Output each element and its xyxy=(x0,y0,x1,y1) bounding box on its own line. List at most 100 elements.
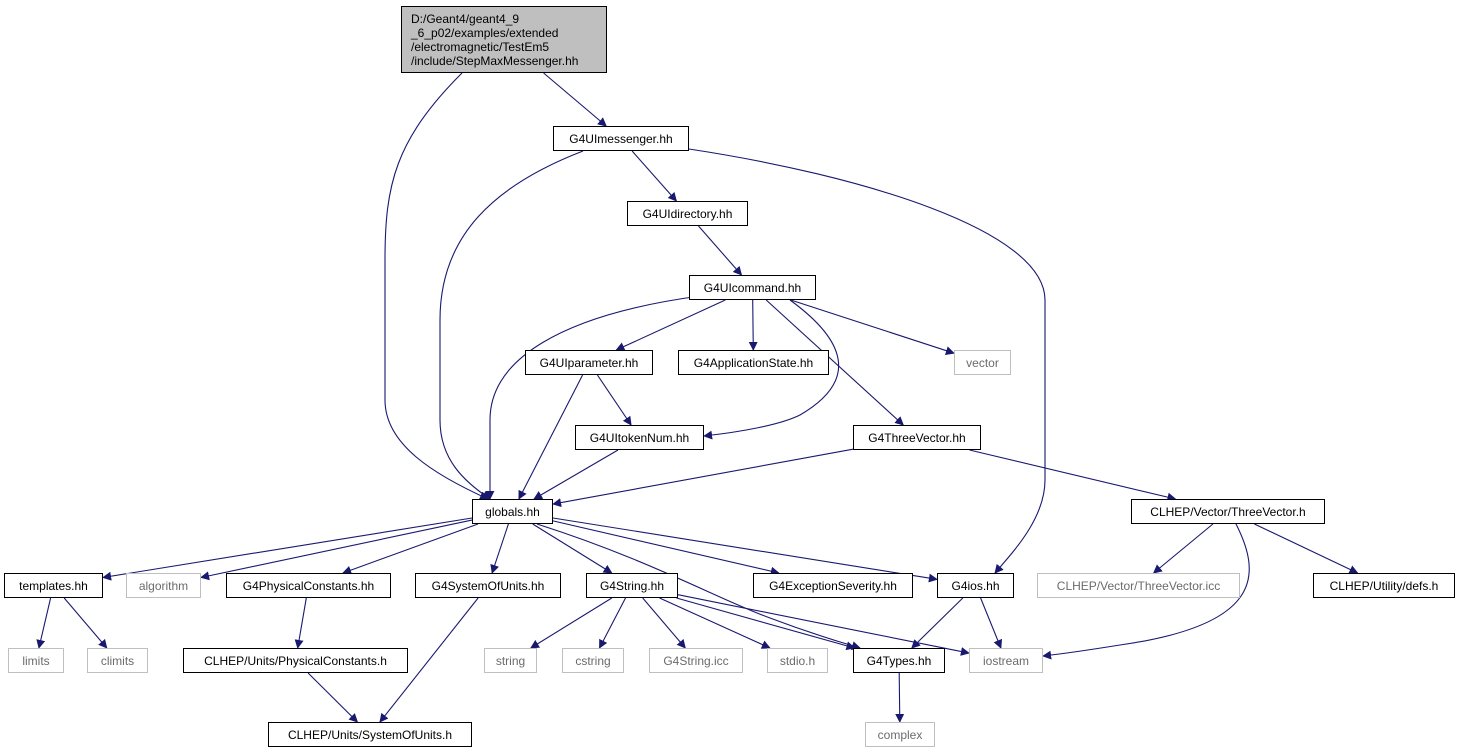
node-label: CLHEP/Units/SystemOfUnits.h xyxy=(287,727,453,742)
edge-g4threevector-hh-to-clhep-vector-threevector-h xyxy=(969,449,1177,502)
edge-g4string-hh-to-g4types-hh xyxy=(676,597,856,651)
node-g4threevector-hh[interactable]: G4ThreeVector.hh xyxy=(853,425,981,450)
edge-globals-hh-to-g4physicalconstants-hh xyxy=(342,523,479,575)
node-label: globals.hh xyxy=(485,504,540,519)
node-stdio-h: stdio.h xyxy=(767,648,828,673)
node-label: iostream xyxy=(982,653,1029,668)
node-g4uicommand-hh[interactable]: G4UIcommand.hh xyxy=(689,275,816,300)
node-g4applicationstate-hh[interactable]: G4ApplicationState.hh xyxy=(678,350,829,375)
node-label: G4UIparameter.hh xyxy=(539,355,639,370)
node-algorithm: algorithm xyxy=(126,573,201,598)
edge-g4uicommand-hh-to-globals-hh xyxy=(485,295,701,500)
node-label: G4UIcommand.hh xyxy=(703,280,802,295)
node-label: limits xyxy=(22,653,50,668)
edge-clhep-vector-threevector-h-to-iostream xyxy=(1042,523,1250,660)
node-g4physicalconstants-hh[interactable]: G4PhysicalConstants.hh xyxy=(226,573,391,598)
edge-g4uicommand-hh-to-g4threevector-hh xyxy=(765,299,904,426)
edge-g4uitokennum-hh-to-globals-hh xyxy=(533,449,619,500)
node-g4exceptionseverity-hh[interactable]: G4ExceptionSeverity.hh xyxy=(753,573,913,598)
node-label: G4String.hh xyxy=(599,578,665,593)
node-label: CLHEP/Units/PhysicalConstants.h xyxy=(204,653,387,668)
node-label: G4UItokenNum.hh xyxy=(589,430,690,445)
node-label: climits xyxy=(100,653,135,668)
edge-root-to-globals-hh xyxy=(384,72,489,500)
node-cstring: cstring xyxy=(562,648,624,673)
node-label: complex xyxy=(877,727,923,742)
node-label: G4String.icc xyxy=(663,653,729,668)
edge-globals-hh-to-g4systemofunits-hh xyxy=(490,523,509,574)
edge-g4uicommand-hh-to-g4uitokennum-hh xyxy=(703,299,840,440)
node-label: stdio.h xyxy=(779,653,816,668)
edge-globals-hh-to-g4types-hh xyxy=(536,523,861,650)
edge-g4uimessenger-hh-to-g4ios-hh xyxy=(688,148,1046,574)
node-label: G4ios.hh xyxy=(951,578,1000,593)
node-g4uiparameter-hh[interactable]: G4UIparameter.hh xyxy=(525,350,653,375)
edge-templates-hh-to-climits xyxy=(63,597,108,649)
edge-g4string-hh-to-cstring xyxy=(599,597,626,649)
edge-g4uicommand-hh-to-g4applicationstate-hh xyxy=(748,299,758,351)
node-label: algorithm xyxy=(138,578,189,593)
node-label: CLHEP/Vector/ThreeVector.h xyxy=(1150,504,1306,519)
edge-g4uidirectory-hh-to-g4uicommand-hh xyxy=(698,225,743,276)
node-globals-hh[interactable]: globals.hh xyxy=(472,499,553,524)
edge-globals-hh-to-g4exceptionseverity-hh xyxy=(552,520,780,576)
node-clhep-units-systemofunits-h[interactable]: CLHEP/Units/SystemOfUnits.h xyxy=(268,722,472,747)
edge-globals-hh-to-g4string-hh xyxy=(532,523,613,574)
node-templates-hh[interactable]: templates.hh xyxy=(4,573,103,598)
node-g4ios-hh[interactable]: G4ios.hh xyxy=(937,573,1014,598)
node-g4types-hh[interactable]: G4Types.hh xyxy=(853,648,945,673)
edge-g4ios-hh-to-iostream xyxy=(980,597,1003,649)
node-iostream: iostream xyxy=(969,648,1043,673)
edge-g4uiparameter-hh-to-g4uitokennum-hh xyxy=(596,374,632,426)
node-g4uitokennum-hh[interactable]: G4UItokenNum.hh xyxy=(575,425,704,450)
node-g4uidirectory-hh[interactable]: G4UIdirectory.hh xyxy=(627,201,748,226)
node-clhep-utility-defs-h[interactable]: CLHEP/Utility/defs.h xyxy=(1313,573,1455,598)
edge-clhep-vector-threevector-h-to-clhep-utility-defs-h xyxy=(1254,523,1359,574)
node-string: string xyxy=(484,648,537,673)
node-g4systemofunits-hh[interactable]: G4SystemOfUnits.hh xyxy=(415,573,561,598)
edge-g4uimessenger-hh-to-globals-hh xyxy=(439,150,584,500)
node-vector: vector xyxy=(954,350,1011,375)
node-clhep-units-physicalconstants-h[interactable]: CLHEP/Units/PhysicalConstants.h xyxy=(183,648,408,673)
node-climits: climits xyxy=(87,648,148,673)
node-label: G4UIdirectory.hh xyxy=(642,206,733,221)
edge-g4string-hh-to-string xyxy=(530,597,613,649)
node-clhep-vector-threevector-icc: CLHEP/Vector/ThreeVector.icc xyxy=(1037,573,1240,598)
node-complex: complex xyxy=(865,722,935,747)
edge-g4systemofunits-hh-to-clhep-units-systemofunits-h xyxy=(379,597,479,723)
root-file-node[interactable]: D:/Geant4/geant4_9 _6_p02/examples/exten… xyxy=(401,6,607,73)
edge-clhep-units-physicalconstants-h-to-clhep-units-systemofunits-h xyxy=(307,672,359,723)
node-label: templates.hh xyxy=(19,578,88,593)
node-label: D:/Geant4/geant4_9 _6_p02/examples/exten… xyxy=(411,11,579,68)
node-label: G4ApplicationState.hh xyxy=(693,355,814,370)
edge-templates-hh-to-limits xyxy=(36,597,52,649)
edge-g4ios-hh-to-g4types-hh xyxy=(911,597,964,649)
edge-globals-hh-to-g4ios-hh xyxy=(552,517,938,583)
edge-g4threevector-hh-to-globals-hh xyxy=(552,448,854,508)
node-label: G4UImessenger.hh xyxy=(569,131,673,146)
node-label: G4ThreeVector.hh xyxy=(868,430,966,445)
node-label: G4PhysicalConstants.hh xyxy=(242,578,375,593)
edge-clhep-vector-threevector-h-to-clhep-vector-threevector-icc xyxy=(1152,523,1214,574)
edge-g4types-hh-to-complex xyxy=(895,672,905,723)
node-limits: limits xyxy=(8,648,64,673)
node-label: G4SystemOfUnits.hh xyxy=(431,578,545,593)
node-label: CLHEP/Vector/ThreeVector.icc xyxy=(1056,578,1221,593)
node-label: CLHEP/Utility/defs.h xyxy=(1329,578,1439,593)
node-label: string xyxy=(495,653,526,668)
edge-g4physicalconstants-hh-to-clhep-units-physicalconstants-h xyxy=(294,597,307,649)
node-label: G4Types.hh xyxy=(866,653,932,668)
edge-g4string-hh-to-stdio-h xyxy=(659,597,771,649)
edge-g4uicommand-hh-to-g4uiparameter-hh xyxy=(615,299,726,351)
node-label: G4ExceptionSeverity.hh xyxy=(769,578,897,593)
node-label: cstring xyxy=(575,653,611,668)
node-label: vector xyxy=(966,355,999,370)
node-g4uimessenger-hh[interactable]: G4UImessenger.hh xyxy=(553,126,689,151)
node-g4string-hh[interactable]: G4String.hh xyxy=(586,573,678,598)
node-g4string-icc: G4String.icc xyxy=(649,648,743,673)
node-clhep-vector-threevector-h[interactable]: CLHEP/Vector/ThreeVector.h xyxy=(1131,499,1325,524)
edge-globals-hh-to-templates-hh xyxy=(102,517,473,581)
edge-g4string-hh-to-iostream xyxy=(677,594,970,656)
